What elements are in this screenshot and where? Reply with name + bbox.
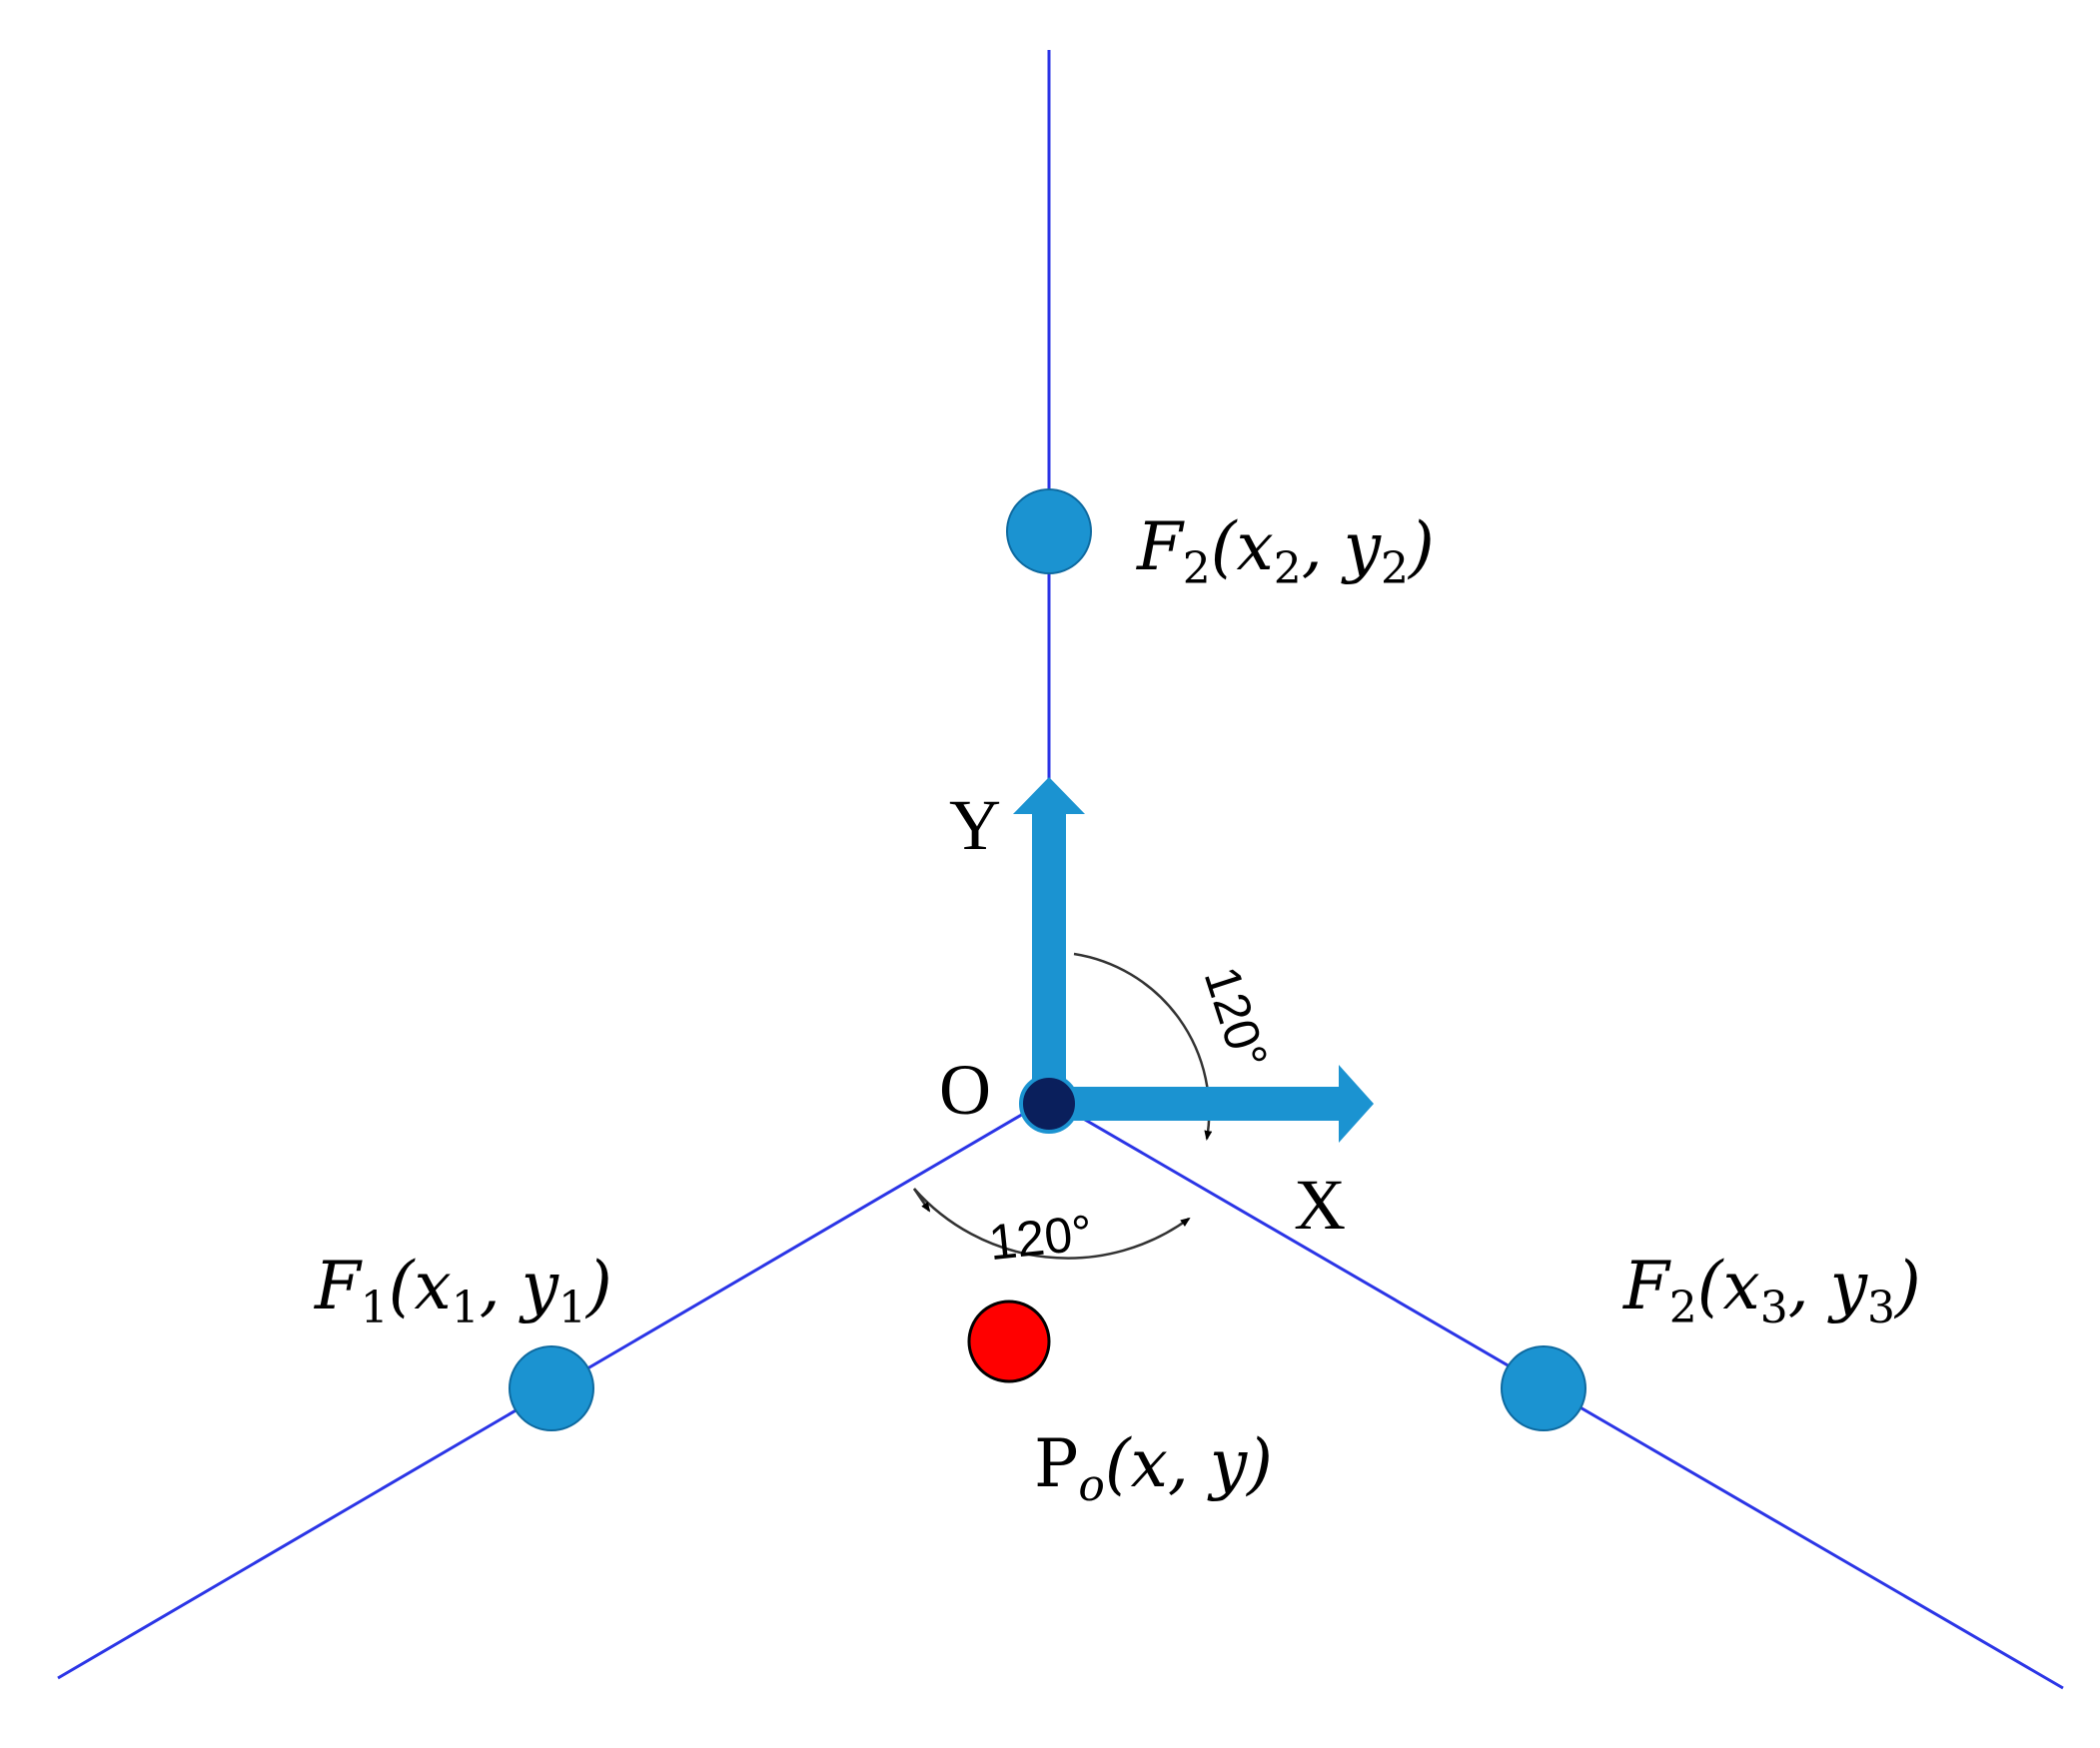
label-origin: O — [939, 1050, 991, 1130]
sensor-node-f1 — [509, 1345, 594, 1431]
angle-arc-lower-start-head — [912, 1188, 931, 1213]
label-f2: F2(x2, y2) — [1136, 508, 1435, 594]
target-point-p0 — [967, 1300, 1051, 1383]
sensor-node-f2 — [1006, 488, 1092, 574]
x-axis-arrow — [1049, 1065, 1374, 1143]
label-x-axis: X — [1294, 1165, 1346, 1245]
label-p0: Po(x, y) — [1034, 1425, 1273, 1511]
angle-arc-lower — [913, 1188, 1191, 1260]
label-y-axis: Y — [949, 785, 1001, 865]
label-f3: F2(x3, y3) — [1622, 1248, 1921, 1333]
sensor-node-f3 — [1501, 1345, 1586, 1431]
label-angle-lower: 120° — [986, 1205, 1095, 1272]
label-f1: F1(x1, y1) — [314, 1248, 612, 1333]
label-angle-upper: 120° — [1194, 960, 1279, 1076]
y-axis-arrow — [1013, 777, 1085, 1109]
origin-node — [1019, 1074, 1079, 1134]
